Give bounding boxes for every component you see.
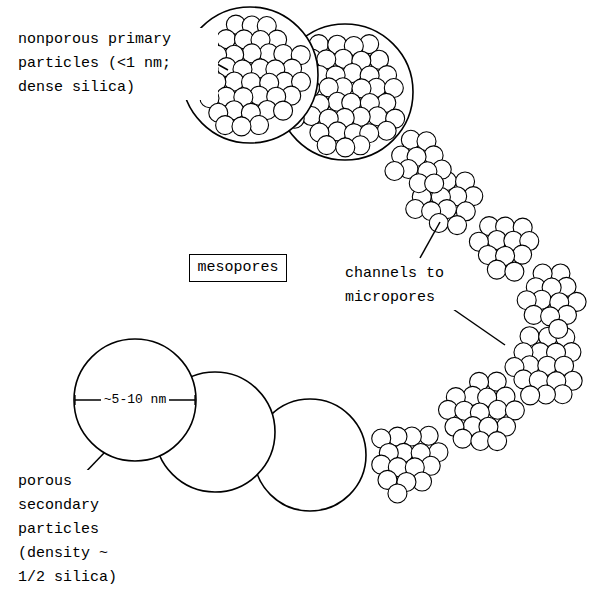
primary-particle <box>317 136 336 155</box>
dimension-label: ~5-10 nm <box>101 392 169 408</box>
channel-cluster <box>438 372 524 450</box>
primary-particle <box>488 400 507 419</box>
primary-particle <box>505 262 524 281</box>
channel-label: channels to micropores <box>345 262 460 310</box>
primary-particle <box>274 101 293 120</box>
region-label-box: mesopores <box>189 254 286 282</box>
primary-particle <box>453 429 472 448</box>
primary-particle <box>513 245 532 264</box>
primary-particle <box>425 174 444 193</box>
channel-cluster <box>505 327 582 405</box>
primary-particle <box>388 484 407 503</box>
primary-particle-label: nonporous primary particles (<1 nm; dens… <box>18 28 218 100</box>
primary-particle <box>521 386 540 405</box>
dimension-tick <box>194 395 195 405</box>
primary-particle <box>549 319 568 338</box>
primary-particle <box>336 138 355 157</box>
channel-cluster <box>385 130 451 193</box>
secondary-particle-label: porous secondary particles (density ~ 1/… <box>18 470 138 590</box>
primary-particle <box>232 117 251 136</box>
dimension-tick <box>74 395 75 405</box>
primary-particle <box>385 162 404 181</box>
leader-line <box>420 222 440 258</box>
primary-particle <box>419 426 438 445</box>
primary-particle <box>487 260 506 279</box>
primary-particle <box>250 116 269 135</box>
channel-cluster <box>406 172 483 235</box>
secondary-particle: ~5-10 nm <box>73 338 197 462</box>
primary-particle <box>488 432 507 451</box>
region-label: mesopores <box>197 258 278 278</box>
channel-cluster <box>372 426 448 503</box>
primary-particle <box>377 121 396 140</box>
channel-cluster <box>517 264 586 338</box>
channel-cluster <box>469 217 538 281</box>
particle-circle <box>74 339 196 461</box>
primary-particle <box>448 216 467 235</box>
primary-particle <box>471 431 490 450</box>
